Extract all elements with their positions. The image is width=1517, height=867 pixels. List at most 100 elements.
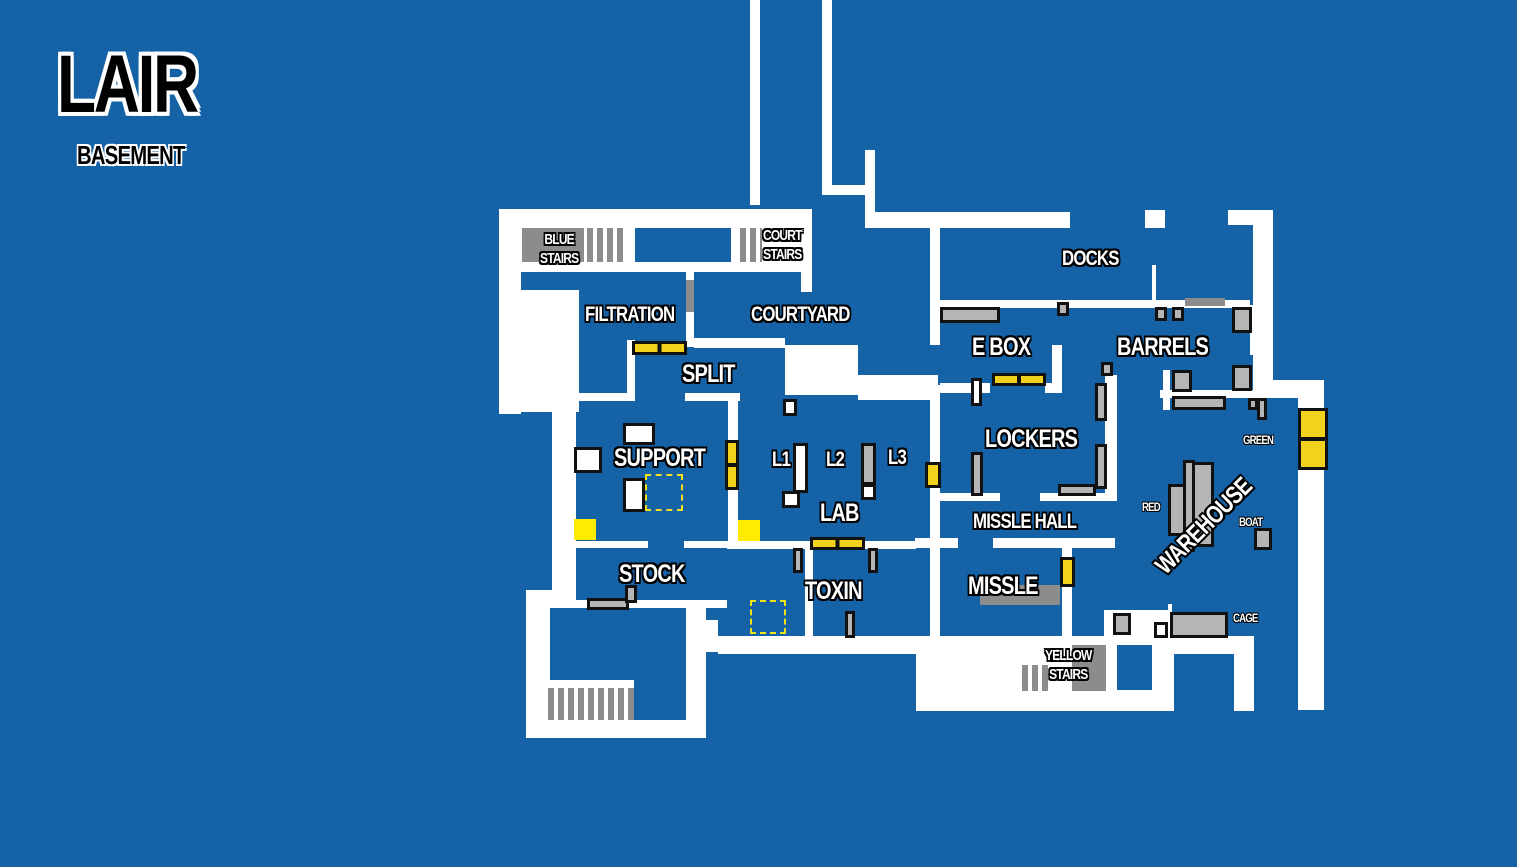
- wall: [750, 0, 760, 205]
- room-label-stock: STOCK: [619, 560, 685, 588]
- wall: [718, 636, 918, 654]
- wall: [930, 228, 940, 298]
- wall: [1253, 210, 1273, 390]
- wall: [993, 538, 1115, 548]
- obstacle: [574, 447, 602, 473]
- wall: [1234, 636, 1254, 711]
- obstacle: [783, 399, 797, 416]
- obstacle: [623, 478, 645, 512]
- wall: [684, 541, 815, 549]
- room-label-lab: LAB: [820, 499, 860, 527]
- obstacle: [1095, 383, 1107, 421]
- wall: [576, 600, 727, 608]
- wall: [1228, 210, 1273, 225]
- wall: [865, 150, 875, 225]
- wall: [1105, 375, 1117, 500]
- obstacle: [1170, 612, 1228, 638]
- room-label-filtration: FILTRATION: [585, 303, 675, 326]
- obstacle: [1192, 462, 1214, 547]
- obstacle: [940, 307, 1000, 323]
- reinforcement-marker: [574, 519, 596, 540]
- gray-area: [1185, 298, 1225, 306]
- wall: [694, 338, 785, 348]
- barricade-hatch: [992, 373, 1046, 386]
- wall: [930, 300, 1250, 308]
- stairs-steps: [1022, 665, 1050, 691]
- room-label-cage: CAGE: [1233, 611, 1258, 625]
- stairs-steps: [548, 688, 634, 720]
- room-label-l3: L3: [888, 446, 907, 469]
- obstacle: [1154, 622, 1168, 638]
- wall: [1052, 345, 1062, 390]
- wall: [940, 493, 1000, 501]
- barricade-hatch: [1298, 408, 1328, 470]
- wall: [1145, 210, 1165, 228]
- wall: [785, 345, 858, 395]
- wall: [1163, 370, 1170, 410]
- obstacle: [1057, 302, 1069, 316]
- barricade-hatch: [725, 440, 739, 490]
- barricade-hatch: [810, 537, 865, 550]
- room-label-support: SUPPORT: [614, 444, 706, 472]
- obstacle: [1172, 370, 1192, 392]
- obstacle: [1058, 484, 1096, 496]
- room-label-blue-stairs: BLUE STAIRS: [540, 231, 579, 267]
- obstacle: [623, 423, 655, 445]
- wall: [706, 620, 718, 652]
- obstacle: [1095, 444, 1107, 489]
- room-label-barrels: BARRELS: [1117, 333, 1209, 361]
- wall: [1062, 548, 1072, 640]
- wall: [550, 680, 634, 688]
- wall: [575, 393, 635, 401]
- wall: [1152, 265, 1156, 305]
- room-floor: [635, 228, 731, 262]
- obstacle: [1248, 398, 1258, 410]
- room-label-e-box: E BOX: [972, 333, 1031, 361]
- wall: [858, 375, 938, 400]
- obstacle: [793, 548, 803, 573]
- floor-name: BASEMENT: [77, 140, 185, 170]
- obstacle: [1254, 528, 1272, 550]
- wall: [940, 383, 990, 393]
- obstacle: [971, 452, 983, 496]
- wall: [627, 340, 635, 395]
- room-label-missle: MISSLE: [968, 572, 1038, 600]
- room-label-red: RED: [1142, 500, 1161, 514]
- wall: [801, 209, 812, 292]
- room-label-toxin: TOXIN: [805, 577, 863, 605]
- room-label-missle-hall: MISSLE HALL: [973, 510, 1077, 533]
- obstacle: [1172, 396, 1226, 410]
- stairs-steps: [587, 228, 625, 262]
- obstacle: [971, 378, 982, 406]
- obstacle: [1232, 365, 1252, 391]
- room-label-l2: L2: [826, 448, 845, 471]
- obstacle: [793, 443, 808, 493]
- room-label-split: SPLIT: [682, 360, 735, 388]
- wall: [805, 548, 813, 636]
- wall: [499, 290, 579, 412]
- room-label-green: GREEN: [1243, 433, 1274, 447]
- wall: [686, 608, 706, 738]
- wall: [1160, 390, 1300, 398]
- wall: [930, 385, 940, 640]
- wall: [576, 541, 648, 549]
- room-label-boat: BOAT: [1239, 515, 1263, 529]
- wall: [915, 538, 958, 548]
- reinforcement-marker: [738, 520, 760, 541]
- wall: [526, 590, 550, 738]
- obstacle: [1101, 362, 1113, 376]
- room-floor: [550, 610, 686, 680]
- obstacle: [861, 484, 876, 500]
- hatch-outline: [750, 600, 786, 634]
- obstacle: [1155, 307, 1167, 321]
- wall: [822, 0, 832, 190]
- wall: [822, 185, 875, 195]
- obstacle: [587, 598, 629, 610]
- stairs-steps: [740, 228, 762, 262]
- room-label-court-stairs: COURT STAIRS: [763, 227, 802, 263]
- gray-area: [686, 280, 694, 312]
- gray-area: [522, 228, 584, 262]
- gray-area: [1072, 645, 1106, 691]
- room-floor: [576, 548, 727, 600]
